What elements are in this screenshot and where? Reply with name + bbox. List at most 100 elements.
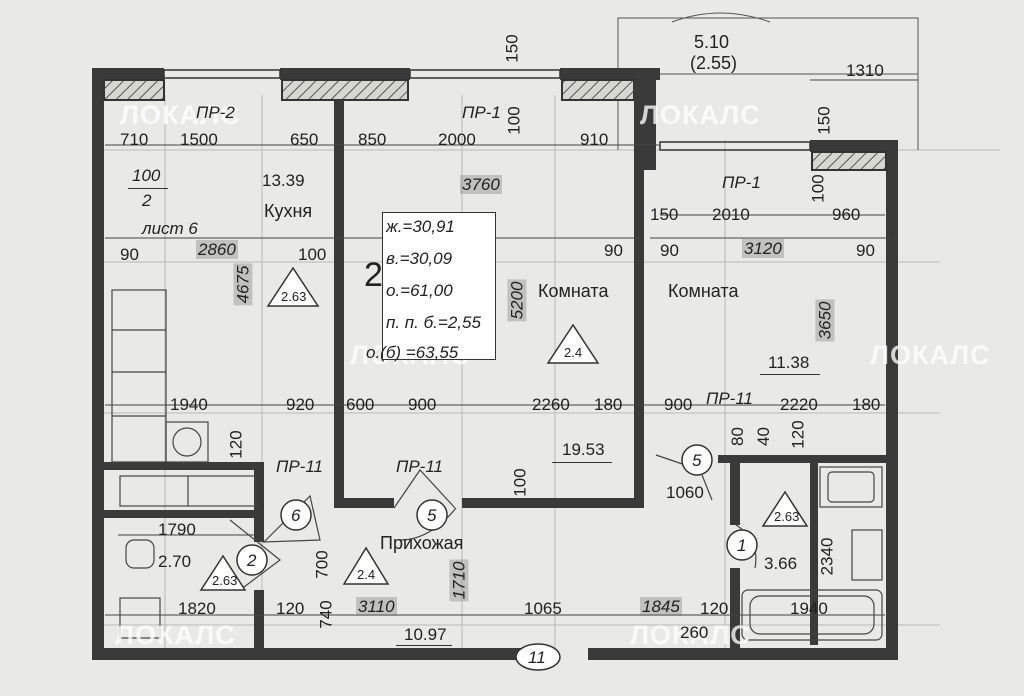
kitchen-area: 13.39 <box>262 171 305 190</box>
dim-1500: 1500 <box>180 130 218 149</box>
dim-90b: 90 <box>604 241 623 260</box>
wc-level: 2.63 <box>774 509 800 524</box>
dim-960: 960 <box>832 205 861 224</box>
dim-90c: 90 <box>660 241 679 260</box>
interior-walls <box>104 80 896 648</box>
dim-910: 910 <box>580 130 609 149</box>
dim-3120: 3120 <box>742 239 784 258</box>
watermark: ЛОКАЛС <box>630 620 751 650</box>
door-number: 1 <box>737 536 747 555</box>
dim-100a: 100 <box>504 106 524 135</box>
dim-90a: 90 <box>120 245 139 264</box>
bath-area: 2.70 <box>158 552 192 571</box>
sheet-ref-top: 100 <box>132 166 161 185</box>
sheet-ref-divider <box>128 188 168 189</box>
outer-walls <box>92 68 898 660</box>
kitchen-label: Кухня <box>264 201 313 221</box>
dim-920: 920 <box>286 395 315 414</box>
watermark: ЛОКАЛС <box>115 620 236 650</box>
dim-100d: 100 <box>510 468 530 497</box>
dim-1940b: 1940 <box>790 599 828 618</box>
hall-label: Прихожая <box>380 533 464 553</box>
opening-pr2: ПР-2 <box>196 103 235 122</box>
level-triangles <box>199 266 809 591</box>
dim-150c: 150 <box>650 205 679 224</box>
door-number: 5 <box>427 506 437 525</box>
door-number: 6 <box>291 506 301 525</box>
balcony-reduced-area: (2.55) <box>690 53 738 73</box>
watermark: ЛОКАЛС <box>120 100 241 130</box>
grid-lines <box>95 95 1000 660</box>
opening-pr11-b: ПР-11 <box>396 457 443 476</box>
dim-180b: 180 <box>852 395 881 414</box>
dim-900a: 900 <box>408 395 437 414</box>
dim-650: 650 <box>290 130 319 149</box>
balcony <box>617 12 919 150</box>
door-number: 11 <box>528 648 546 667</box>
dim-700: 700 <box>312 550 332 579</box>
opening-pr1-right: ПР-1 <box>722 173 761 192</box>
dim-600: 600 <box>346 395 375 414</box>
dim-1065: 1065 <box>524 599 562 618</box>
dim-1940a: 1940 <box>170 395 208 414</box>
kitchen-furniture <box>111 289 257 507</box>
balcony-area: 5.10 <box>694 32 730 52</box>
sheet-ref-label: лист 6 <box>142 219 198 238</box>
opening-pr1-mid: ПР-1 <box>462 103 501 122</box>
door-number: 2 <box>247 551 257 570</box>
dim-90d: 90 <box>856 241 875 260</box>
opening-pr11-c: ПР-11 <box>706 389 753 408</box>
door-number: 5 <box>692 451 702 470</box>
dim-1310: 1310 <box>846 61 884 80</box>
dim-100c: 100 <box>808 174 828 203</box>
kitchen-level: 2.63 <box>281 289 307 304</box>
summary-total: о.=61,00 <box>386 281 453 300</box>
dimension-lines <box>105 79 918 616</box>
dim-150b: 150 <box>814 106 834 135</box>
room-left-area-underline <box>552 462 612 463</box>
area-summary-box <box>382 212 496 360</box>
room-left-area: 19.53 <box>562 440 605 459</box>
dim-1820: 1820 <box>178 599 216 618</box>
dim-180a: 180 <box>594 395 623 414</box>
dim-120b: 120 <box>788 420 808 449</box>
dim-3760: 3760 <box>460 175 502 194</box>
dim-120a: 120 <box>226 430 246 459</box>
watermark: ЛОКАЛС <box>870 340 991 370</box>
dim-80: 80 <box>727 427 747 446</box>
dim-900b: 900 <box>664 395 693 414</box>
dim-1710: 1710 <box>449 559 469 602</box>
summary-total-with-balcony: о.(б) =63,55 <box>366 343 459 362</box>
room-right-area-underline <box>760 374 820 375</box>
dim-4675: 4675 <box>233 263 253 306</box>
room-right-label: Комната <box>668 281 739 301</box>
rooms-count: 2 <box>364 256 383 294</box>
dim-1790: 1790 <box>158 520 196 539</box>
room-left-label: Комната <box>538 281 609 301</box>
dim-5200: 5200 <box>507 279 527 322</box>
hall-level: 2.4 <box>357 567 376 582</box>
room-left-level: 2.4 <box>564 345 583 360</box>
hall-area: 10.97 <box>404 625 447 644</box>
bath-level: 2.63 <box>212 573 238 588</box>
wc-area: 3.66 <box>764 554 798 573</box>
summary-living: ж.=30,91 <box>386 217 455 236</box>
dim-2000: 2000 <box>438 130 476 149</box>
dim-740: 740 <box>316 600 336 629</box>
opening-pr11-a: ПР-11 <box>276 457 323 476</box>
dim-2220: 2220 <box>780 395 818 414</box>
dim-100b: 100 <box>298 245 327 264</box>
dim-3650: 3650 <box>815 299 835 342</box>
summary-aux: в.=30,09 <box>386 249 453 268</box>
sheet-ref-bottom: 2 <box>142 191 152 210</box>
dim-2860: 2860 <box>196 240 238 259</box>
dim-120c: 120 <box>276 599 305 618</box>
room-right-area: 11.38 <box>768 353 810 372</box>
dim-2340: 2340 <box>817 537 837 576</box>
dim-1060: 1060 <box>666 483 704 502</box>
dim-850: 850 <box>358 130 387 149</box>
hall-area-underline <box>396 645 452 646</box>
dim-120d: 120 <box>700 599 729 618</box>
door-circles <box>236 444 758 671</box>
dim-2010: 2010 <box>712 205 750 224</box>
